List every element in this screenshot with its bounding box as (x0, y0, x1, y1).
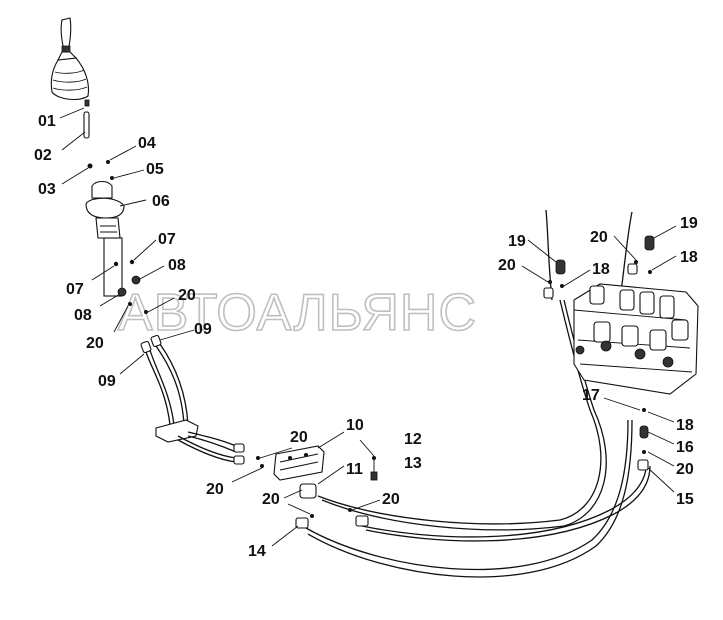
label-06: 06 (152, 193, 170, 210)
oring-20c (256, 456, 260, 460)
label-08-right: 08 (168, 257, 186, 274)
fitting-08b (131, 275, 141, 285)
hose-end-09b (150, 334, 162, 348)
label-20-right-left: 20 (498, 257, 516, 274)
oring-12 (372, 456, 376, 460)
hose-end-right-a (543, 287, 554, 299)
oring-20d (260, 464, 264, 468)
pilot-hoses-long (305, 209, 651, 578)
label-18-lower: 18 (676, 417, 694, 434)
label-18-upper-right: 18 (680, 249, 698, 266)
manifold-block (273, 445, 325, 481)
label-11: 11 (346, 461, 363, 478)
pin-04 (106, 160, 110, 164)
oring-20e (310, 514, 314, 518)
label-20-mid-lower: 20 (262, 491, 280, 508)
label-04: 04 (138, 135, 156, 152)
joystick-handle (50, 17, 90, 101)
label-07-left: 07 (66, 281, 84, 298)
washer-03 (87, 163, 93, 169)
oring-20b (144, 310, 148, 314)
pin-05 (110, 176, 114, 180)
hose-end-mid-b (233, 455, 245, 465)
fitting-07a (113, 261, 119, 267)
label-20-upper: 20 (178, 287, 196, 304)
label-19-right: 19 (680, 215, 698, 232)
label-17: 17 (582, 387, 600, 404)
label-05: 05 (146, 161, 164, 178)
lever-rod (83, 99, 90, 139)
hose-end-20f (355, 515, 369, 527)
label-20-mid-upper: 20 (290, 429, 308, 446)
label-20-right-top: 20 (590, 229, 608, 246)
label-08-left: 08 (74, 307, 92, 324)
label-10: 10 (346, 417, 364, 434)
oring-20h (634, 260, 638, 264)
label-09-right: 09 (194, 321, 212, 338)
label-03: 03 (38, 181, 56, 198)
hose-end-09a (140, 340, 152, 354)
hose-end-right-b (627, 263, 638, 275)
label-20-mid-right: 20 (382, 491, 400, 508)
oring-18b (642, 408, 646, 412)
oring-18c (648, 270, 652, 274)
label-20-left: 20 (86, 335, 104, 352)
label-13: 13 (404, 455, 422, 472)
hose-end-15 (637, 459, 649, 471)
label-09-left: 09 (98, 373, 116, 390)
fitting-11 (299, 483, 317, 499)
label-07-right: 07 (158, 231, 176, 248)
label-12: 12 (404, 431, 422, 448)
hose-end-mid-a (233, 443, 245, 453)
fitting-19a (555, 259, 566, 275)
oring-20g (548, 280, 552, 284)
oring-18a (560, 284, 564, 288)
oring-20a (128, 302, 132, 306)
pilot-hoses-upper (145, 343, 189, 426)
label-18-upper-left: 18 (592, 261, 610, 278)
joystick-base (85, 180, 125, 239)
fitting-14 (295, 517, 309, 529)
pilot-hoses-middle (177, 431, 237, 463)
label-15: 15 (676, 491, 694, 508)
label-20-mid-left: 20 (206, 481, 224, 498)
label-02: 02 (34, 147, 52, 164)
fitting-16 (639, 425, 649, 439)
label-20-lower-right: 20 (676, 461, 694, 478)
label-16: 16 (676, 439, 694, 456)
watermark: АВТОАЛЬЯНС (118, 284, 477, 342)
label-14: 14 (248, 543, 266, 560)
plug-13 (370, 471, 378, 481)
label-19-left: 19 (508, 233, 526, 250)
part-labels: 01 02 03 04 05 06 07 07 08 08 20 20 09 0… (34, 113, 698, 560)
leader-lines (59, 107, 677, 547)
fitting-07b (129, 259, 135, 265)
oring-20i (642, 450, 646, 454)
fitting-19b (644, 235, 655, 251)
label-01: 01 (38, 113, 56, 130)
hose-bracket (155, 419, 199, 443)
control-valve-block (573, 283, 699, 395)
